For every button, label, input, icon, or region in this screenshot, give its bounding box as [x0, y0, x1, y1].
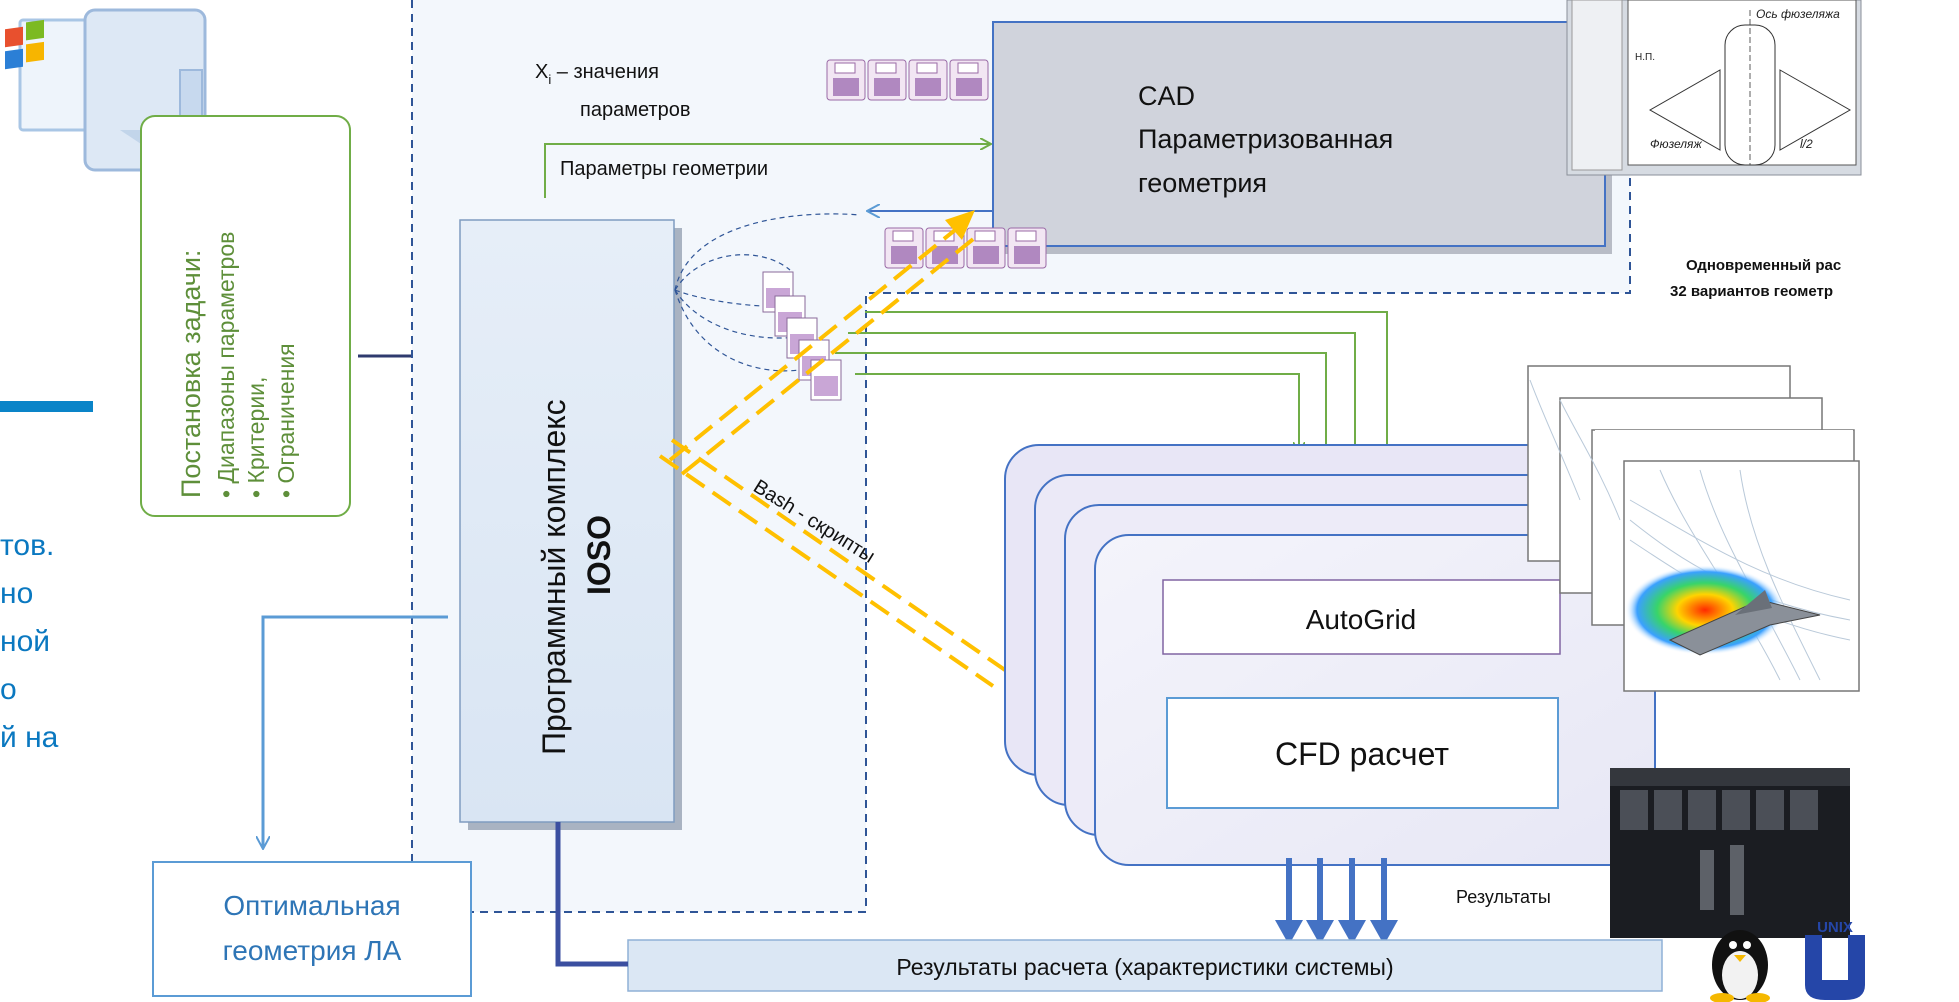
left-text-line-1: тов. [0, 529, 54, 562]
results-bar [627, 939, 1663, 992]
left-text-line-2: но [0, 577, 33, 610]
aircraft-icon [1668, 590, 1821, 656]
wing-axis-label: Ось фюзеляжа [1756, 7, 1840, 21]
bash-script-lines [658, 220, 1007, 688]
left-text-line-4: о [0, 673, 17, 706]
problem-item-ranges: • Диапазоны параметров [213, 232, 239, 498]
cad-subtitle-2: геометрия [1138, 168, 1267, 198]
floppy-disks-top [826, 59, 989, 101]
ioso-title: Программный комплекс [536, 399, 572, 755]
optimal-geometry-line1: Оптимальная [223, 890, 400, 921]
wing-drawing: Ось фюзеляжа Фюзеляж l/2 Н.П. [1566, 0, 1862, 176]
problem-item-criteria: • Критерии, [243, 377, 269, 498]
optimal-geometry-box [152, 861, 472, 997]
problem-title: Постановка задачи: [176, 250, 206, 498]
autogrid-box [1162, 579, 1561, 655]
results-arrowheads [1275, 920, 1398, 945]
cad-subtitle-1: Параметризованная [1138, 124, 1393, 154]
wing-np-label: Н.П. [1635, 52, 1655, 63]
left-text-line-3: ной [0, 625, 50, 658]
results-bar-label: Результаты расчета (характеристики систе… [896, 954, 1393, 980]
ioso-to-results-line [555, 822, 628, 967]
cad-box [992, 21, 1606, 247]
param-values-label: Xi – значения [535, 61, 659, 87]
problem-statement-box [140, 115, 351, 517]
geometry-params-arrow [544, 144, 990, 198]
optimal-geometry-arrow [263, 615, 448, 848]
left-text: тов. но ной о й на [0, 529, 59, 754]
bash-arrow-head [945, 210, 975, 240]
unix-label: UNIX [1817, 919, 1853, 936]
optimal-geometry-line2: геометрия ЛА [223, 935, 402, 966]
simultaneous-calc-line2: 32 вариантов геометр [1670, 283, 1833, 300]
supercomputer-icon [1610, 768, 1850, 938]
accent-bar [0, 401, 93, 412]
wing-fuselage-label: Фюзеляж [1650, 137, 1702, 151]
ioso-name: IOSO [581, 515, 617, 595]
cfd-calc-label: CFD расчет [1275, 736, 1449, 772]
param-values-label-line2: параметров [580, 99, 690, 121]
left-text-line-5: й на [0, 721, 59, 754]
wing-half-span-label: l/2 [1800, 137, 1813, 151]
problem-item-constraints: • Ограничения [273, 343, 299, 498]
ioso-box [459, 219, 675, 823]
cfd-calc-box [1166, 697, 1559, 809]
results-label: Результаты [1456, 887, 1551, 907]
floppy-disks-bottom [884, 227, 1047, 269]
unix-logo-icon: UNIX [1805, 919, 1865, 1000]
cad-title: CAD [1138, 81, 1195, 111]
simultaneous-calc-line1: Одновременный рас [1686, 257, 1841, 274]
linux-tux-icon [1710, 930, 1770, 1002]
geometry-params-label: Параметры геометрии [560, 158, 768, 180]
windows-logo-icon [5, 19, 44, 70]
cfd-result-images [1527, 365, 1860, 692]
results-arrows [1286, 858, 1387, 930]
autogrid-label: AutoGrid [1306, 604, 1417, 635]
